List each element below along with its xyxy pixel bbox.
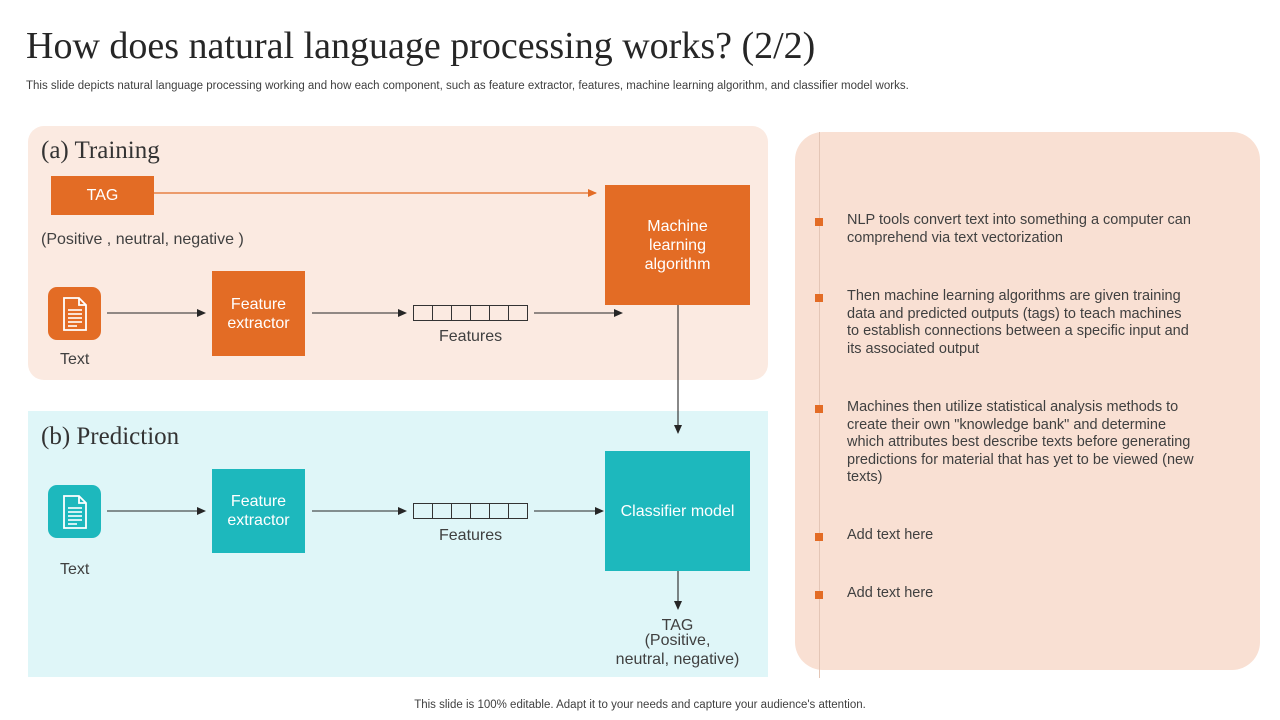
prediction-heading: (b) Prediction <box>41 423 180 450</box>
training-tag-label: TAG <box>86 187 119 204</box>
output-tag-label: TAG <box>661 617 694 634</box>
training-feature-extractor-label: Feature extractor <box>227 295 290 332</box>
training-tag-values: (Positive , neutral, negative ) <box>41 231 244 248</box>
slide-subtitle: This slide depicts natural language proc… <box>26 80 909 92</box>
ml-algorithm-label: Machine learning algorithm <box>644 217 711 273</box>
prediction-text-label: Text <box>60 561 90 578</box>
training-text-label: Text <box>60 351 90 368</box>
slide-title: How does natural language processing wor… <box>26 25 816 67</box>
bullet-text: Add text here <box>847 585 934 601</box>
bullet-square-icon <box>815 294 823 302</box>
slide-footer: This slide is 100% editable. Adapt it to… <box>414 699 866 711</box>
bullet-square-icon <box>815 533 823 541</box>
training-feature-vector <box>413 305 528 321</box>
training-heading: (a) Training <box>41 137 160 164</box>
training-features-label: Features <box>439 328 503 345</box>
prediction-text-document-icon <box>48 485 101 538</box>
bullet-square-icon <box>815 591 823 599</box>
classifier-model-box: Classifier model <box>605 451 750 571</box>
training-text-document-icon <box>48 287 101 340</box>
ml-algorithm-box: Machine learning algorithm <box>605 185 750 305</box>
document-icon <box>62 296 87 331</box>
prediction-feature-extractor-box: Feature extractor <box>212 469 305 553</box>
bullet-text: Then machine learning algorithms are giv… <box>847 288 1189 357</box>
training-tag-box: TAG <box>51 176 154 215</box>
bullet-square-icon <box>815 405 823 413</box>
training-feature-extractor-box: Feature extractor <box>212 271 305 356</box>
classifier-model-label: Classifier model <box>620 502 735 520</box>
document-icon <box>62 494 87 529</box>
bullet-text: Add text here <box>847 527 934 543</box>
prediction-features-label: Features <box>439 527 503 544</box>
output-tag-values-line2: neutral, negative) <box>615 651 740 668</box>
bullet-text: Machines then utilize statistical analys… <box>847 399 1194 486</box>
prediction-feature-extractor-label: Feature extractor <box>227 493 290 529</box>
prediction-feature-vector <box>413 503 528 519</box>
bullet-square-icon <box>815 218 823 226</box>
output-tag-values-line1: (Positive, <box>644 632 711 649</box>
notes-panel <box>795 132 1260 670</box>
bullet-text: NLP tools convert text into something a … <box>847 212 1191 246</box>
